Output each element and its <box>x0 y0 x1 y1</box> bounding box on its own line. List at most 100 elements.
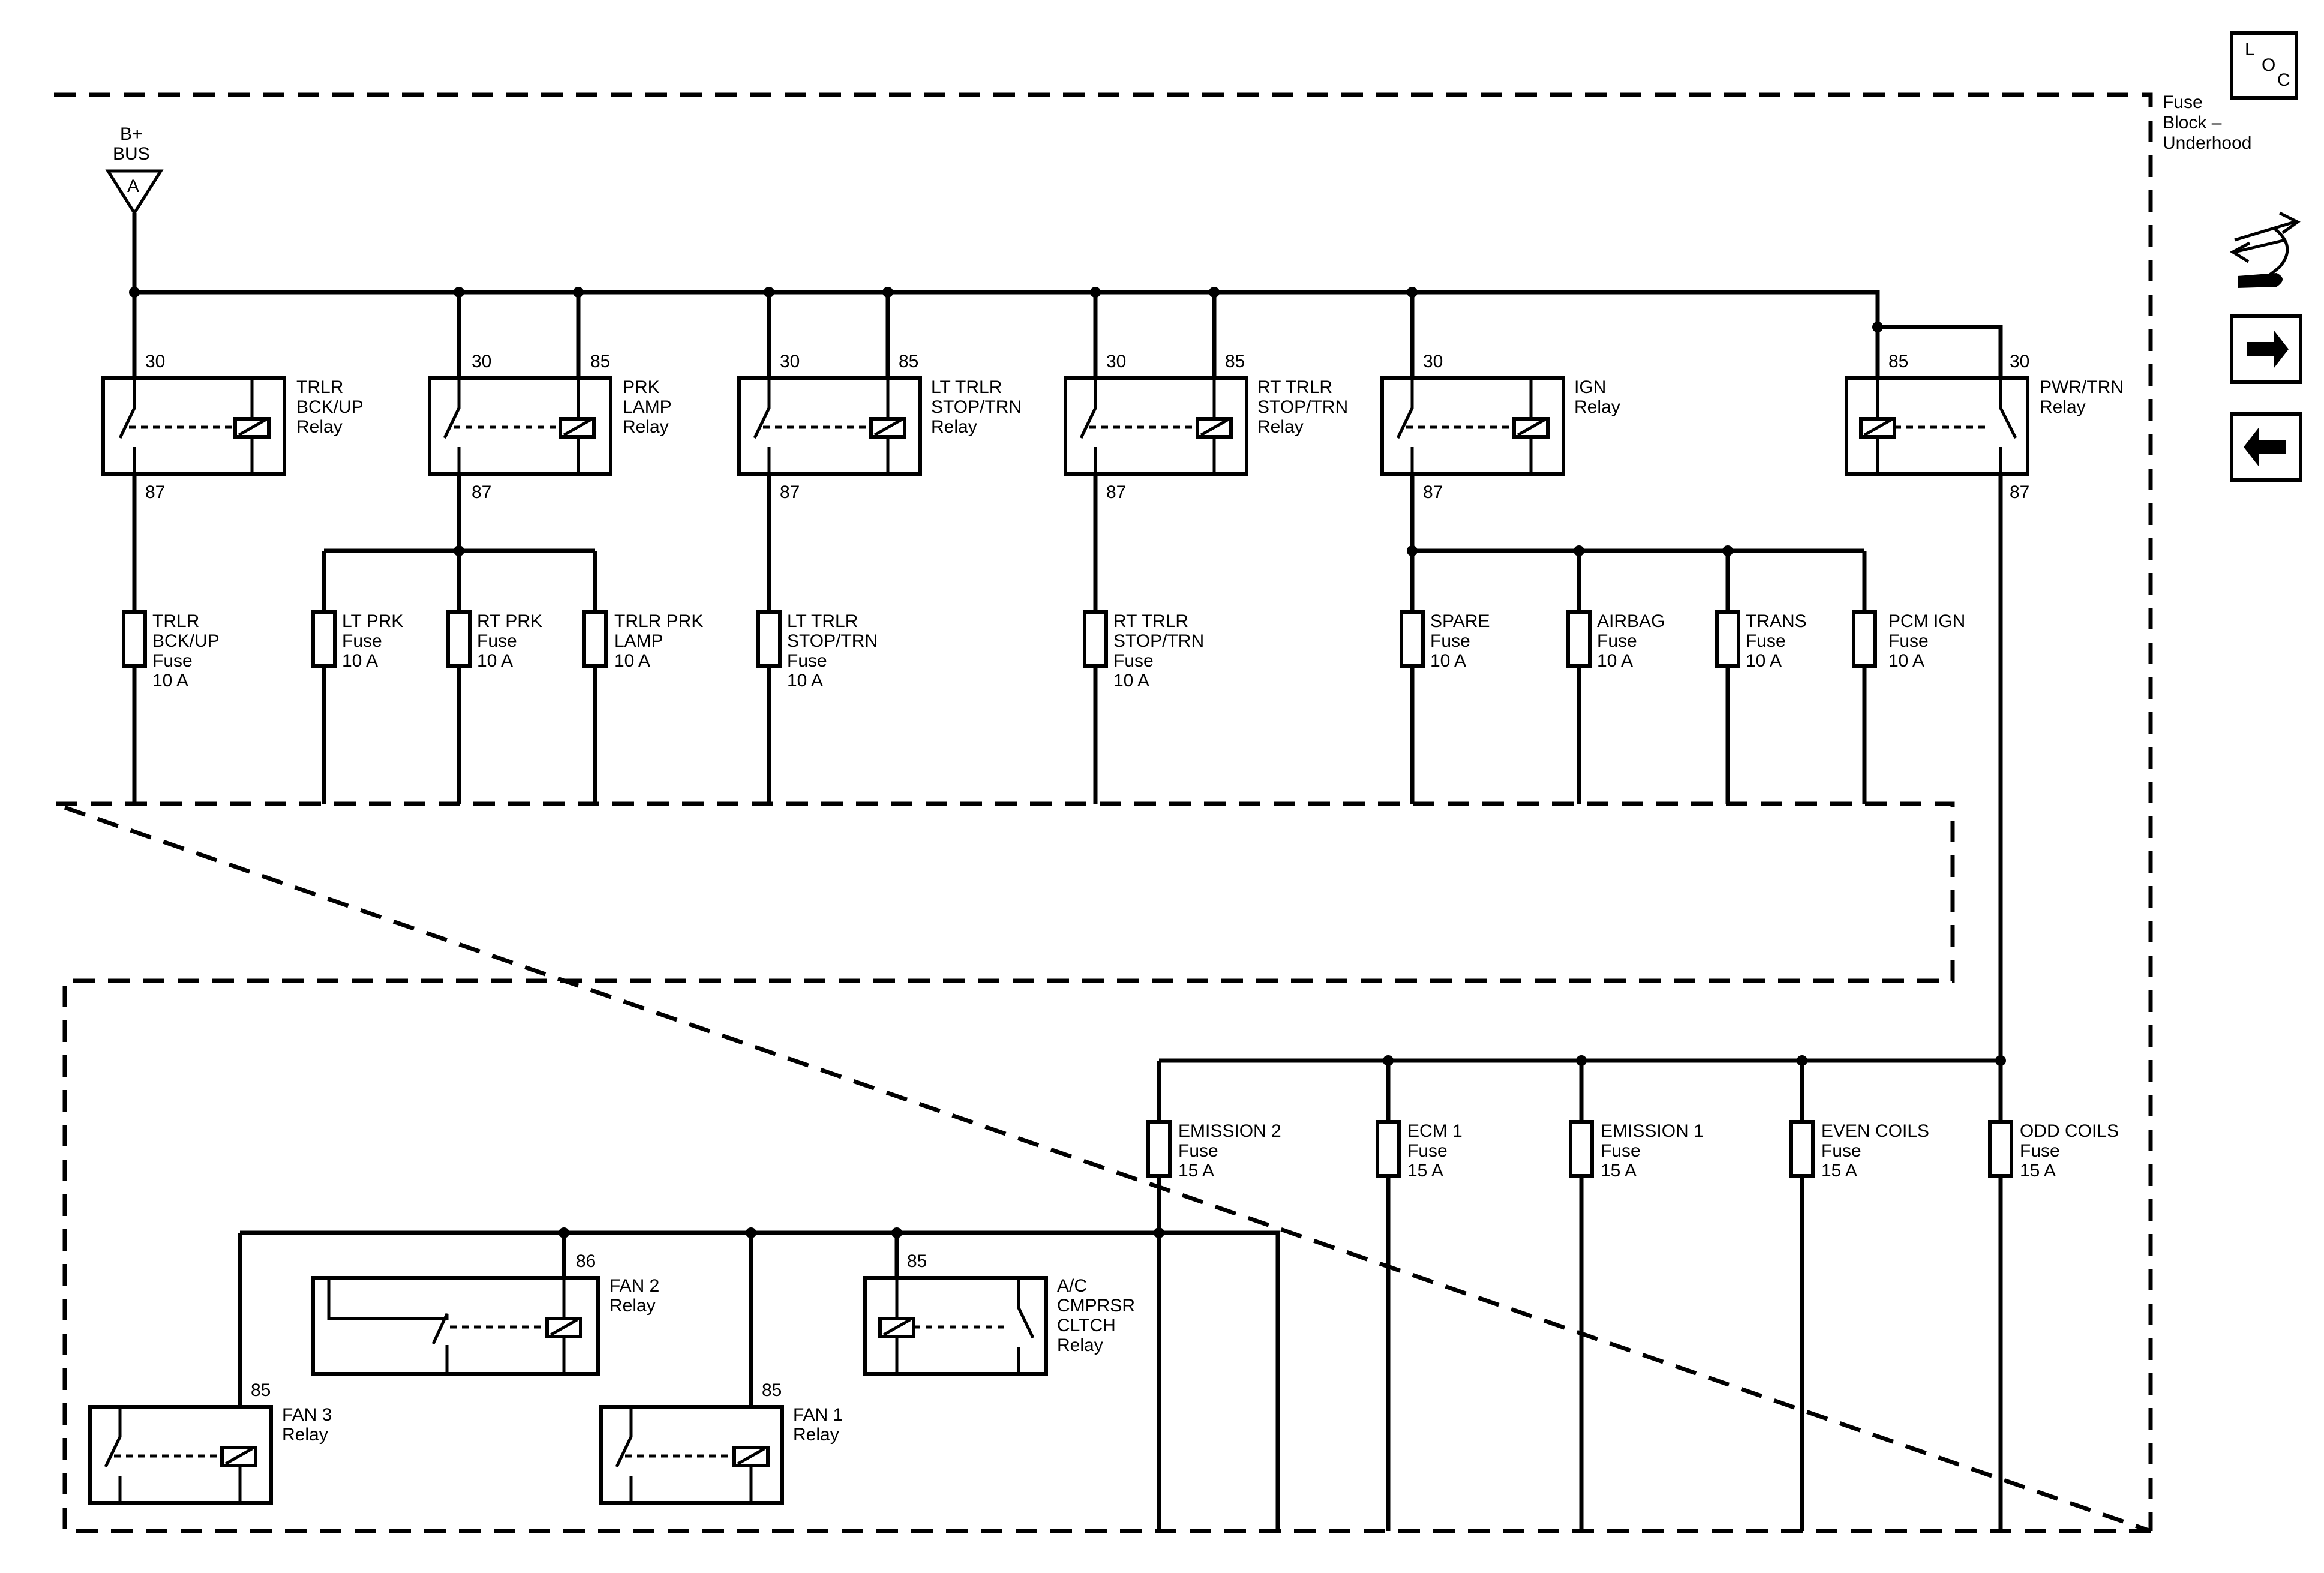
svg-text:BCK/UP: BCK/UP <box>296 397 364 417</box>
loc-icon[interactable]: L O C <box>2230 31 2298 100</box>
svg-text:85: 85 <box>1225 352 1245 371</box>
fan-relay-bus-wires <box>238 1230 1280 1531</box>
svg-text:87: 87 <box>1423 482 1443 502</box>
wrench-wire-icon[interactable] <box>2229 211 2301 288</box>
fuse-even-coils: EVEN COILS Fuse 15 A <box>1789 1120 1929 1181</box>
upper-fuse-block-boundary <box>53 92 2153 1533</box>
svg-text:STOP/TRN: STOP/TRN <box>1257 397 1348 417</box>
svg-text:Fuse: Fuse <box>1888 631 1929 651</box>
fuse-lt-prk: LT PRK Fuse 10 A <box>311 610 403 671</box>
svg-text:10 A: 10 A <box>614 651 650 671</box>
svg-text:AIRBAG: AIRBAG <box>1597 611 1665 631</box>
relay-fan-3: 85 FAN 3 Relay <box>88 1380 332 1505</box>
svg-text:Fuse: Fuse <box>1407 1141 1448 1161</box>
fuse-lt-trlr-stop-trn: LT TRLR STOP/TRN Fuse 10 A <box>756 610 878 691</box>
svg-text:A/C: A/C <box>1057 1276 1087 1296</box>
svg-text:CMPRSR: CMPRSR <box>1057 1296 1135 1316</box>
svg-text:Underhood: Underhood <box>2163 133 2251 153</box>
svg-text:LT PRK: LT PRK <box>342 611 403 631</box>
svg-text:30: 30 <box>145 352 165 371</box>
svg-text:ODD COILS: ODD COILS <box>2020 1121 2119 1141</box>
svg-text:87: 87 <box>472 482 491 502</box>
b-plus-bus-wire <box>132 213 2003 378</box>
fuse-trlr-bckup: TRLR BCK/UP Fuse 10 A <box>122 610 220 691</box>
lower-bus-junctions <box>1383 1055 2006 1066</box>
relay-ac-cmprsr-cltch: 85 A/C CMPRSR CLTCH Relay <box>863 1251 1135 1376</box>
b-plus-bus-connector: B+ BUS A <box>105 124 164 216</box>
svg-text:Block –: Block – <box>2163 113 2222 133</box>
svg-text:30: 30 <box>2010 352 2029 371</box>
svg-text:Relay: Relay <box>793 1425 839 1445</box>
svg-text:TRLR PRK: TRLR PRK <box>614 611 703 631</box>
fuse-airbag: AIRBAG Fuse 10 A <box>1566 610 1665 671</box>
svg-text:LT TRLR: LT TRLR <box>787 611 858 631</box>
svg-text:Fuse: Fuse <box>2020 1141 2060 1161</box>
svg-text:10 A: 10 A <box>787 671 823 691</box>
svg-text:RT PRK: RT PRK <box>477 611 542 631</box>
svg-text:30: 30 <box>1423 352 1443 371</box>
right-arrow-icon[interactable] <box>2230 314 2302 384</box>
fuse-emission-2: EMISSION 2 Fuse 15 A <box>1146 1120 1281 1181</box>
svg-text:15 A: 15 A <box>1601 1161 1637 1181</box>
svg-text:85: 85 <box>899 352 918 371</box>
svg-text:FAN 3: FAN 3 <box>282 1405 332 1425</box>
svg-text:LAMP: LAMP <box>614 631 663 651</box>
svg-text:Fuse: Fuse <box>787 651 827 671</box>
fuse-rt-prk: RT PRK Fuse 10 A <box>446 610 542 671</box>
svg-text:PCM IGN: PCM IGN <box>1888 611 1965 631</box>
svg-text:STOP/TRN: STOP/TRN <box>787 631 878 651</box>
top-output-junctions <box>454 545 1733 556</box>
svg-text:Relay: Relay <box>931 417 977 437</box>
svg-text:TRLR: TRLR <box>296 377 343 397</box>
relay-trlr-bckup: 30 87 TRLR BCK/UP Relay <box>101 292 364 502</box>
svg-text:86: 86 <box>576 1251 596 1271</box>
svg-text:Fuse: Fuse <box>1430 631 1470 651</box>
svg-text:10 A: 10 A <box>1746 651 1782 671</box>
svg-text:EVEN COILS: EVEN COILS <box>1821 1121 1929 1141</box>
fuse-trlr-prk-lamp: TRLR PRK LAMP 10 A <box>582 610 703 671</box>
svg-text:Fuse: Fuse <box>1597 631 1637 651</box>
svg-text:15 A: 15 A <box>1178 1161 1214 1181</box>
svg-text:SPARE: SPARE <box>1430 611 1490 631</box>
fuse-odd-coils: ODD COILS Fuse 15 A <box>1988 1120 2119 1181</box>
svg-text:10 A: 10 A <box>1430 651 1466 671</box>
fuse-pcm-ign: PCM IGN Fuse 10 A <box>1852 610 1965 671</box>
svg-text:87: 87 <box>2010 482 2029 502</box>
svg-text:30: 30 <box>780 352 800 371</box>
svg-text:Relay: Relay <box>623 417 669 437</box>
svg-text:TRANS: TRANS <box>1746 611 1807 631</box>
svg-text:CLTCH: CLTCH <box>1057 1316 1116 1335</box>
svg-text:BCK/UP: BCK/UP <box>152 631 220 651</box>
svg-text:ECM 1: ECM 1 <box>1407 1121 1463 1141</box>
fuse-trans: TRANS Fuse 10 A <box>1715 610 1807 671</box>
svg-text:10 A: 10 A <box>152 671 188 691</box>
svg-text:Relay: Relay <box>296 417 343 437</box>
svg-text:TRLR: TRLR <box>152 611 199 631</box>
svg-text:Relay: Relay <box>1574 397 1620 417</box>
relay-prk-lamp: 30 85 87 PRK LAMP Relay <box>428 292 672 502</box>
relay-fan-2: 86 FAN 2 Relay <box>311 1251 659 1376</box>
svg-text:L: L <box>2245 40 2255 59</box>
svg-text:STOP/TRN: STOP/TRN <box>1113 631 1204 651</box>
svg-text:87: 87 <box>145 482 165 502</box>
svg-text:IGN: IGN <box>1574 377 1606 397</box>
svg-text:Fuse: Fuse <box>152 651 193 671</box>
left-arrow-icon[interactable] <box>2230 412 2302 482</box>
svg-text:Relay: Relay <box>2040 397 2086 417</box>
svg-text:85: 85 <box>762 1380 782 1400</box>
fuse-ecm-1: ECM 1 Fuse 15 A <box>1376 1120 1463 1181</box>
svg-text:Relay: Relay <box>1057 1335 1103 1355</box>
fuse-emission-1: EMISSION 1 Fuse 15 A <box>1569 1120 1704 1181</box>
svg-text:30: 30 <box>472 352 491 371</box>
svg-text:10 A: 10 A <box>1597 651 1633 671</box>
svg-text:15 A: 15 A <box>1821 1161 1857 1181</box>
svg-text:Fuse: Fuse <box>1821 1141 1861 1161</box>
svg-text:Relay: Relay <box>282 1425 328 1445</box>
fan-bus-junctions <box>559 1227 1164 1238</box>
svg-text:15 A: 15 A <box>1407 1161 1443 1181</box>
relay-pwr-trn: 85 30 87 PWR/TRN Relay <box>1845 352 2124 502</box>
svg-text:BUS: BUS <box>113 144 150 164</box>
svg-text:85: 85 <box>1888 352 1908 371</box>
svg-text:O: O <box>2262 55 2275 75</box>
